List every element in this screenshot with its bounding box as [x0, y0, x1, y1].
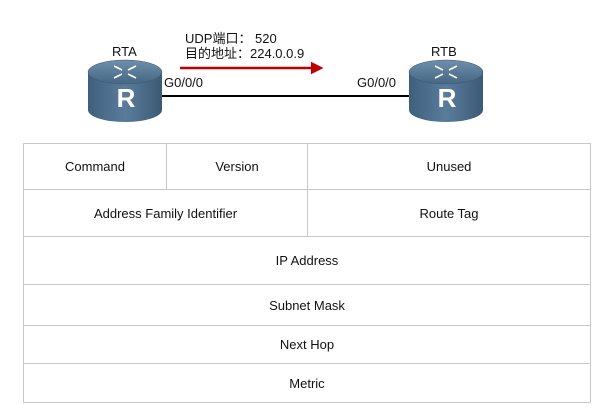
packet-udp-port: UDP端口： 520 [185, 31, 277, 46]
topology-drawing: R R [87, 59, 484, 122]
rta-interface-label: G0/0/0 [164, 75, 204, 90]
field-version: Version [166, 143, 308, 190]
router-rtb-glyph: R [438, 83, 457, 113]
rip-packet-format-table: Command Version Unused Address Family Id… [23, 143, 591, 403]
field-ip-address: IP Address [23, 236, 591, 285]
table-row: IP Address [23, 236, 591, 285]
field-address-family-identifier: Address Family Identifier [23, 189, 308, 237]
table-row: Subnet Mask [23, 284, 591, 326]
table-row: Next Hop [23, 325, 591, 364]
router-rta-label: RTA [112, 44, 137, 59]
field-next-hop: Next Hop [23, 325, 591, 364]
table-row: Metric [23, 363, 591, 403]
packet-dest-address: 目的地址：224.0.0.9 [185, 46, 305, 61]
table-row: Address Family Identifier Route Tag [23, 189, 591, 237]
router-rta-glyph: R [117, 83, 136, 113]
network-topology: R R RTA RTB G0/0/0 G0/0/0 UDP端口： 520 目的地… [0, 0, 609, 135]
rtb-interface-label: G0/0/0 [357, 75, 397, 90]
field-command: Command [23, 143, 167, 190]
router-rtb-label: RTB [431, 44, 457, 59]
field-route-tag: Route Tag [307, 189, 591, 237]
field-unused: Unused [307, 143, 591, 190]
router-rta-icon [87, 59, 163, 122]
field-subnet-mask: Subnet Mask [23, 284, 591, 326]
table-row: Command Version Unused [23, 143, 591, 190]
field-metric: Metric [23, 363, 591, 403]
router-rtb-icon [408, 59, 484, 122]
